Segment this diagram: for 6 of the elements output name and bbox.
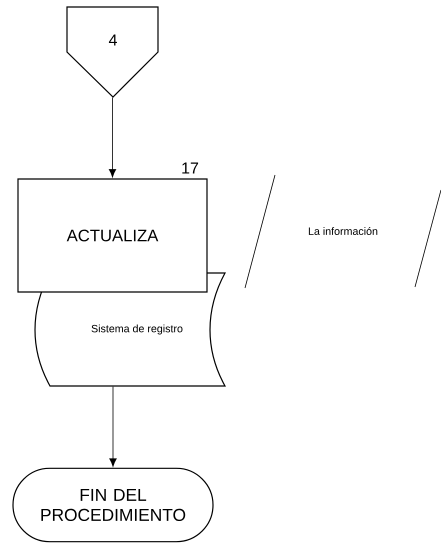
data-parallelogram: La información — [244, 174, 441, 288]
step-number: 17 — [182, 162, 198, 174]
arrow — [108, 97, 116, 178]
process-box: ACTUALIZA — [17, 178, 208, 293]
arrow — [109, 386, 117, 467]
off-page-connector: 4 — [66, 6, 159, 98]
